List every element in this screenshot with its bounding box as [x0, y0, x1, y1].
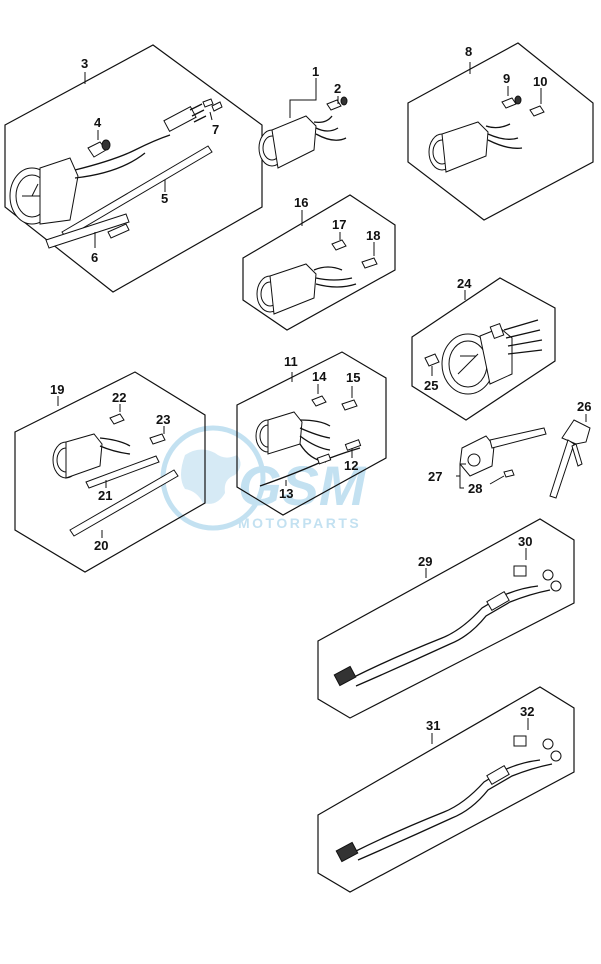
callout-14: 14	[312, 369, 327, 384]
callout-13: 13	[279, 486, 293, 501]
group-11-box	[236, 351, 387, 516]
group-29-box	[317, 518, 575, 719]
callout-2: 2	[334, 81, 341, 96]
callout-21: 21	[98, 488, 112, 503]
callout-8: 8	[465, 44, 472, 59]
callout-17: 17	[332, 217, 346, 232]
callout-1: 1	[312, 64, 319, 79]
callout-29: 29	[418, 554, 432, 569]
connector-part	[335, 841, 359, 863]
callout-7: 7	[212, 122, 219, 137]
callout-9: 9	[503, 71, 510, 86]
group-1	[258, 78, 348, 169]
callout-28: 28	[468, 481, 482, 496]
callout-19: 19	[50, 382, 64, 397]
callout-6: 6	[91, 250, 98, 265]
globe-continents	[181, 449, 241, 504]
group-8-box	[407, 42, 594, 221]
group-19-box	[14, 371, 206, 573]
callout-16: 16	[294, 195, 308, 210]
callout-18: 18	[366, 228, 380, 243]
connector-part	[333, 665, 357, 687]
callout-31: 31	[426, 718, 440, 733]
watermark-brand: GSM	[238, 454, 367, 517]
group-26-28	[456, 414, 591, 499]
callout-4: 4	[94, 115, 102, 130]
group-16-box	[242, 194, 396, 331]
callout-22: 22	[112, 390, 126, 405]
callout-27: 27	[428, 469, 442, 484]
callout-25: 25	[424, 378, 438, 393]
group-24-box	[411, 277, 556, 421]
group-3-box	[4, 44, 263, 293]
callout-3: 3	[81, 56, 88, 71]
callout-12: 12	[344, 458, 358, 473]
watermark-sub: MOTORPARTS	[238, 515, 361, 531]
callout-32: 32	[520, 704, 534, 719]
callout-20: 20	[94, 538, 108, 553]
callout-30: 30	[518, 534, 532, 549]
group-31-box	[317, 686, 575, 893]
callout-26: 26	[577, 399, 591, 414]
callout-11: 11	[284, 354, 298, 369]
callout-10: 10	[533, 74, 547, 89]
callout-15: 15	[346, 370, 360, 385]
callout-24: 24	[457, 276, 472, 291]
watermark: GSM MOTORPARTS	[160, 425, 367, 531]
callout-5: 5	[161, 191, 168, 206]
callout-23: 23	[156, 412, 170, 427]
